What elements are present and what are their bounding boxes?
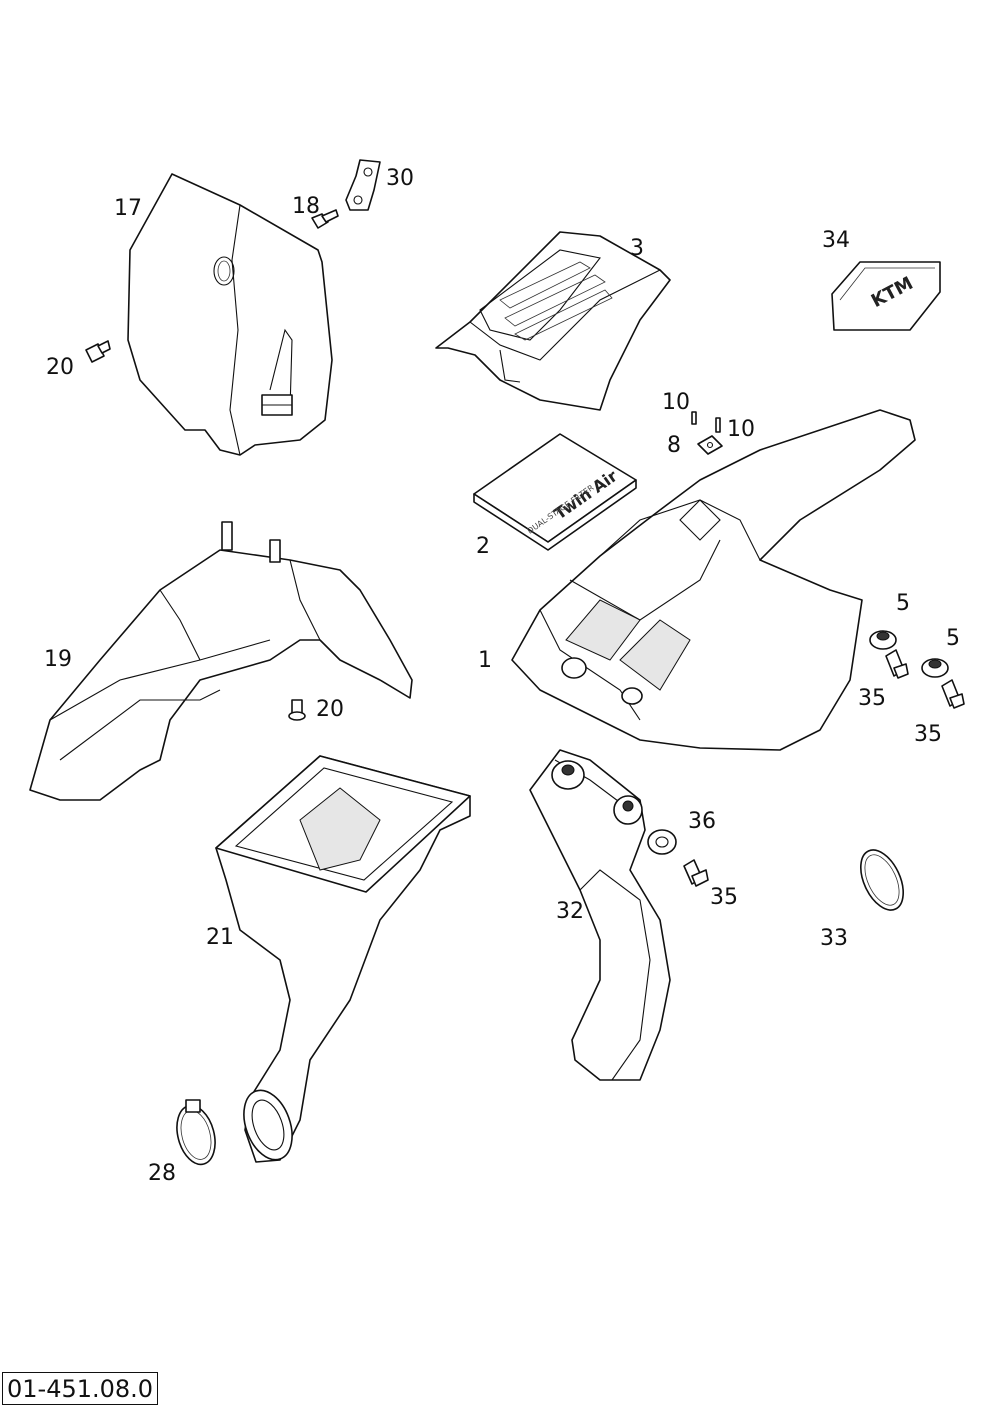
part-35-bolt-left <box>885 649 909 679</box>
callout-18: 18 <box>292 194 320 219</box>
callout-32: 32 <box>556 899 584 924</box>
callout-28: 28 <box>148 1161 176 1186</box>
part-5-bushing-left <box>869 630 897 650</box>
part-20-bolt-upper <box>85 340 111 363</box>
callout-19: 19 <box>44 647 72 672</box>
callout-3: 3 <box>630 236 644 261</box>
part-35-bolt-right <box>941 679 965 709</box>
callout-35b: 35 <box>914 722 942 747</box>
part-33-clamp-ring <box>860 849 904 911</box>
callout-20a: 20 <box>46 355 74 380</box>
callout-10a: 10 <box>662 390 690 415</box>
part-32-air-duct <box>529 749 671 1081</box>
part-20-bolt-lower <box>288 699 306 721</box>
part-2-air-filter: Twin Air DUAL-STAGE FILTER <box>473 433 637 551</box>
callout-20b: 20 <box>316 697 344 722</box>
part-5-bushing-right <box>921 658 949 678</box>
callout-10b: 10 <box>727 417 755 442</box>
callout-5a: 5 <box>896 591 910 616</box>
callout-34: 34 <box>822 228 850 253</box>
part-34-decal: KTM <box>831 261 941 331</box>
part-28-hose-clamp <box>176 1099 216 1166</box>
part-8-clip <box>697 435 723 455</box>
callout-2: 2 <box>476 534 490 559</box>
part-18-bolt <box>311 209 339 229</box>
callout-5b: 5 <box>946 626 960 651</box>
callout-17: 17 <box>114 196 142 221</box>
part-3-air-box-cover <box>435 231 671 411</box>
part-30-bracket <box>345 159 381 211</box>
callout-21: 21 <box>206 925 234 950</box>
callout-8: 8 <box>667 433 681 458</box>
callout-36: 36 <box>688 809 716 834</box>
part-19-front-fender <box>29 521 413 801</box>
part-10-screws <box>691 411 721 433</box>
callout-30: 30 <box>386 166 414 191</box>
callout-1: 1 <box>478 648 492 673</box>
callout-35c: 35 <box>710 885 738 910</box>
callout-33: 33 <box>820 926 848 951</box>
part-17-number-plate <box>127 173 333 456</box>
part-1-rear-fender <box>511 409 916 751</box>
drawing-number: 01-451.08.0 <box>2 1372 159 1405</box>
part-36-washer <box>647 829 677 855</box>
callout-35a: 35 <box>858 686 886 711</box>
part-35-bolt-center <box>683 859 709 887</box>
part-21-intake-boot <box>215 755 471 1163</box>
